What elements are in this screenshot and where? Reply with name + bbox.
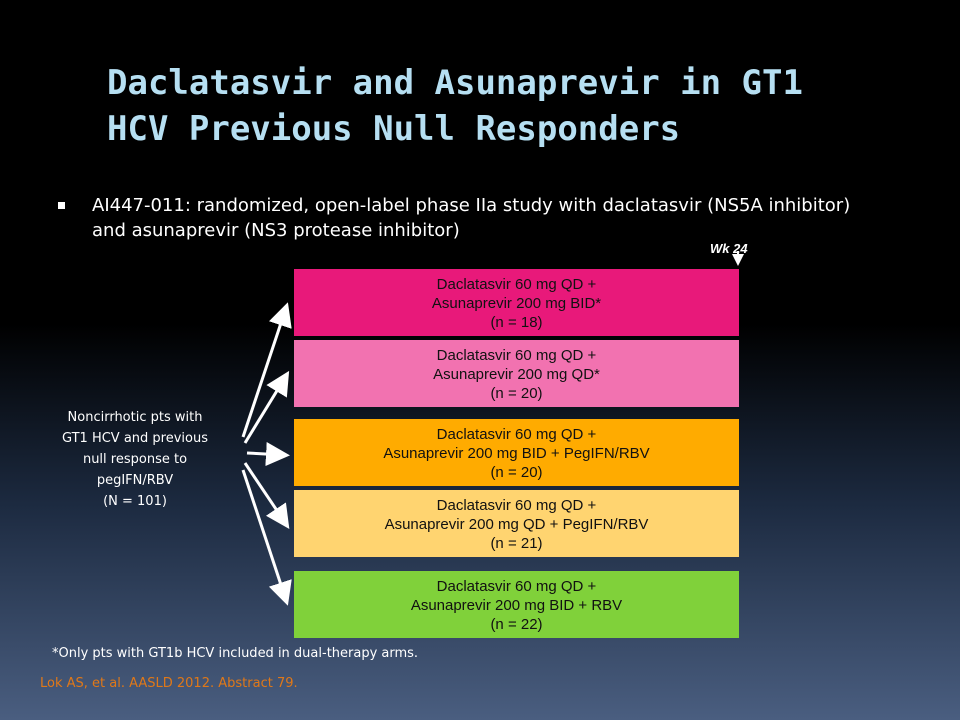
arm-5-line-2: Asunaprevir 200 mg BID + RBV xyxy=(410,597,623,614)
arm-2-box: Daclatasvir 60 mg QD + Asunaprevir 200 m… xyxy=(294,340,739,407)
arm-3-line-1: Daclatasvir 60 mg QD + xyxy=(436,426,597,443)
title-line-2: HCV Previous Null Responders xyxy=(107,109,681,149)
arm-2-line-1: Daclatasvir 60 mg QD + xyxy=(436,347,597,364)
arrow-to-arm-3 xyxy=(246,442,290,467)
footnote: *Only pts with GT1b HCV included in dual… xyxy=(52,646,419,661)
arm-1-box: Daclatasvir 60 mg QD + Asunaprevir 200 m… xyxy=(294,269,739,336)
arm-2-line-2: Asunaprevir 200 mg QD* xyxy=(433,366,600,383)
population-line-4: pegIFN/RBV xyxy=(96,473,174,488)
arm-4-line-1: Daclatasvir 60 mg QD + xyxy=(436,497,597,514)
citation: Lok AS, et al. AASLD 2012. Abstract 79. xyxy=(40,676,298,691)
arm-1-line-1: Daclatasvir 60 mg QD + xyxy=(436,276,597,293)
arm-5-line-3: (n = 22) xyxy=(490,616,543,633)
population-line-2: GT1 HCV and previous xyxy=(61,431,208,446)
arm-5-box: Daclatasvir 60 mg QD + Asunaprevir 200 m… xyxy=(294,571,739,638)
study-description-line-1: AI447-011: randomized, open-label phase … xyxy=(92,195,851,216)
arm-3-line-3: (n = 20) xyxy=(490,464,543,481)
arm-1-line-3: (n = 18) xyxy=(490,314,543,331)
population-line-3: null response to xyxy=(82,452,188,467)
arm-2-line-3: (n = 20) xyxy=(490,385,543,402)
slide-title: Daclatasvir and Asunaprevir in GT1 HCV P… xyxy=(107,60,927,152)
arm-4-box: Daclatasvir 60 mg QD + Asunaprevir 200 m… xyxy=(294,490,739,557)
population-line-1: Noncirrhotic pts with xyxy=(67,410,203,425)
population-line-5: (N = 101) xyxy=(103,494,167,509)
population-description: Noncirrhotic pts with GT1 HCV and previo… xyxy=(40,407,230,512)
title-line-1: Daclatasvir and Asunaprevir in GT1 xyxy=(107,63,803,103)
square-bullet-icon xyxy=(58,202,65,209)
arm-3-box: Daclatasvir 60 mg QD + Asunaprevir 200 m… xyxy=(294,419,739,486)
arrow-to-arm-5 xyxy=(241,469,292,606)
arrow-to-arm-1 xyxy=(241,302,292,438)
study-description: AI447-011: randomized, open-label phase … xyxy=(58,193,938,243)
arm-4-line-2: Asunaprevir 200 mg QD + PegIFN/RBV xyxy=(384,516,649,533)
study-description-line-2: and asunaprevir (NS3 protease inhibitor) xyxy=(92,220,460,241)
arm-1-line-2: Asunaprevir 200 mg BID* xyxy=(431,295,602,312)
arm-3-line-2: Asunaprevir 200 mg BID + PegIFN/RBV xyxy=(383,445,650,462)
arm-4-line-3: (n = 21) xyxy=(490,535,543,552)
arrow-to-arm-2 xyxy=(243,370,290,444)
arrow-to-arm-4 xyxy=(243,462,290,529)
arm-5-line-1: Daclatasvir 60 mg QD + xyxy=(436,578,597,595)
